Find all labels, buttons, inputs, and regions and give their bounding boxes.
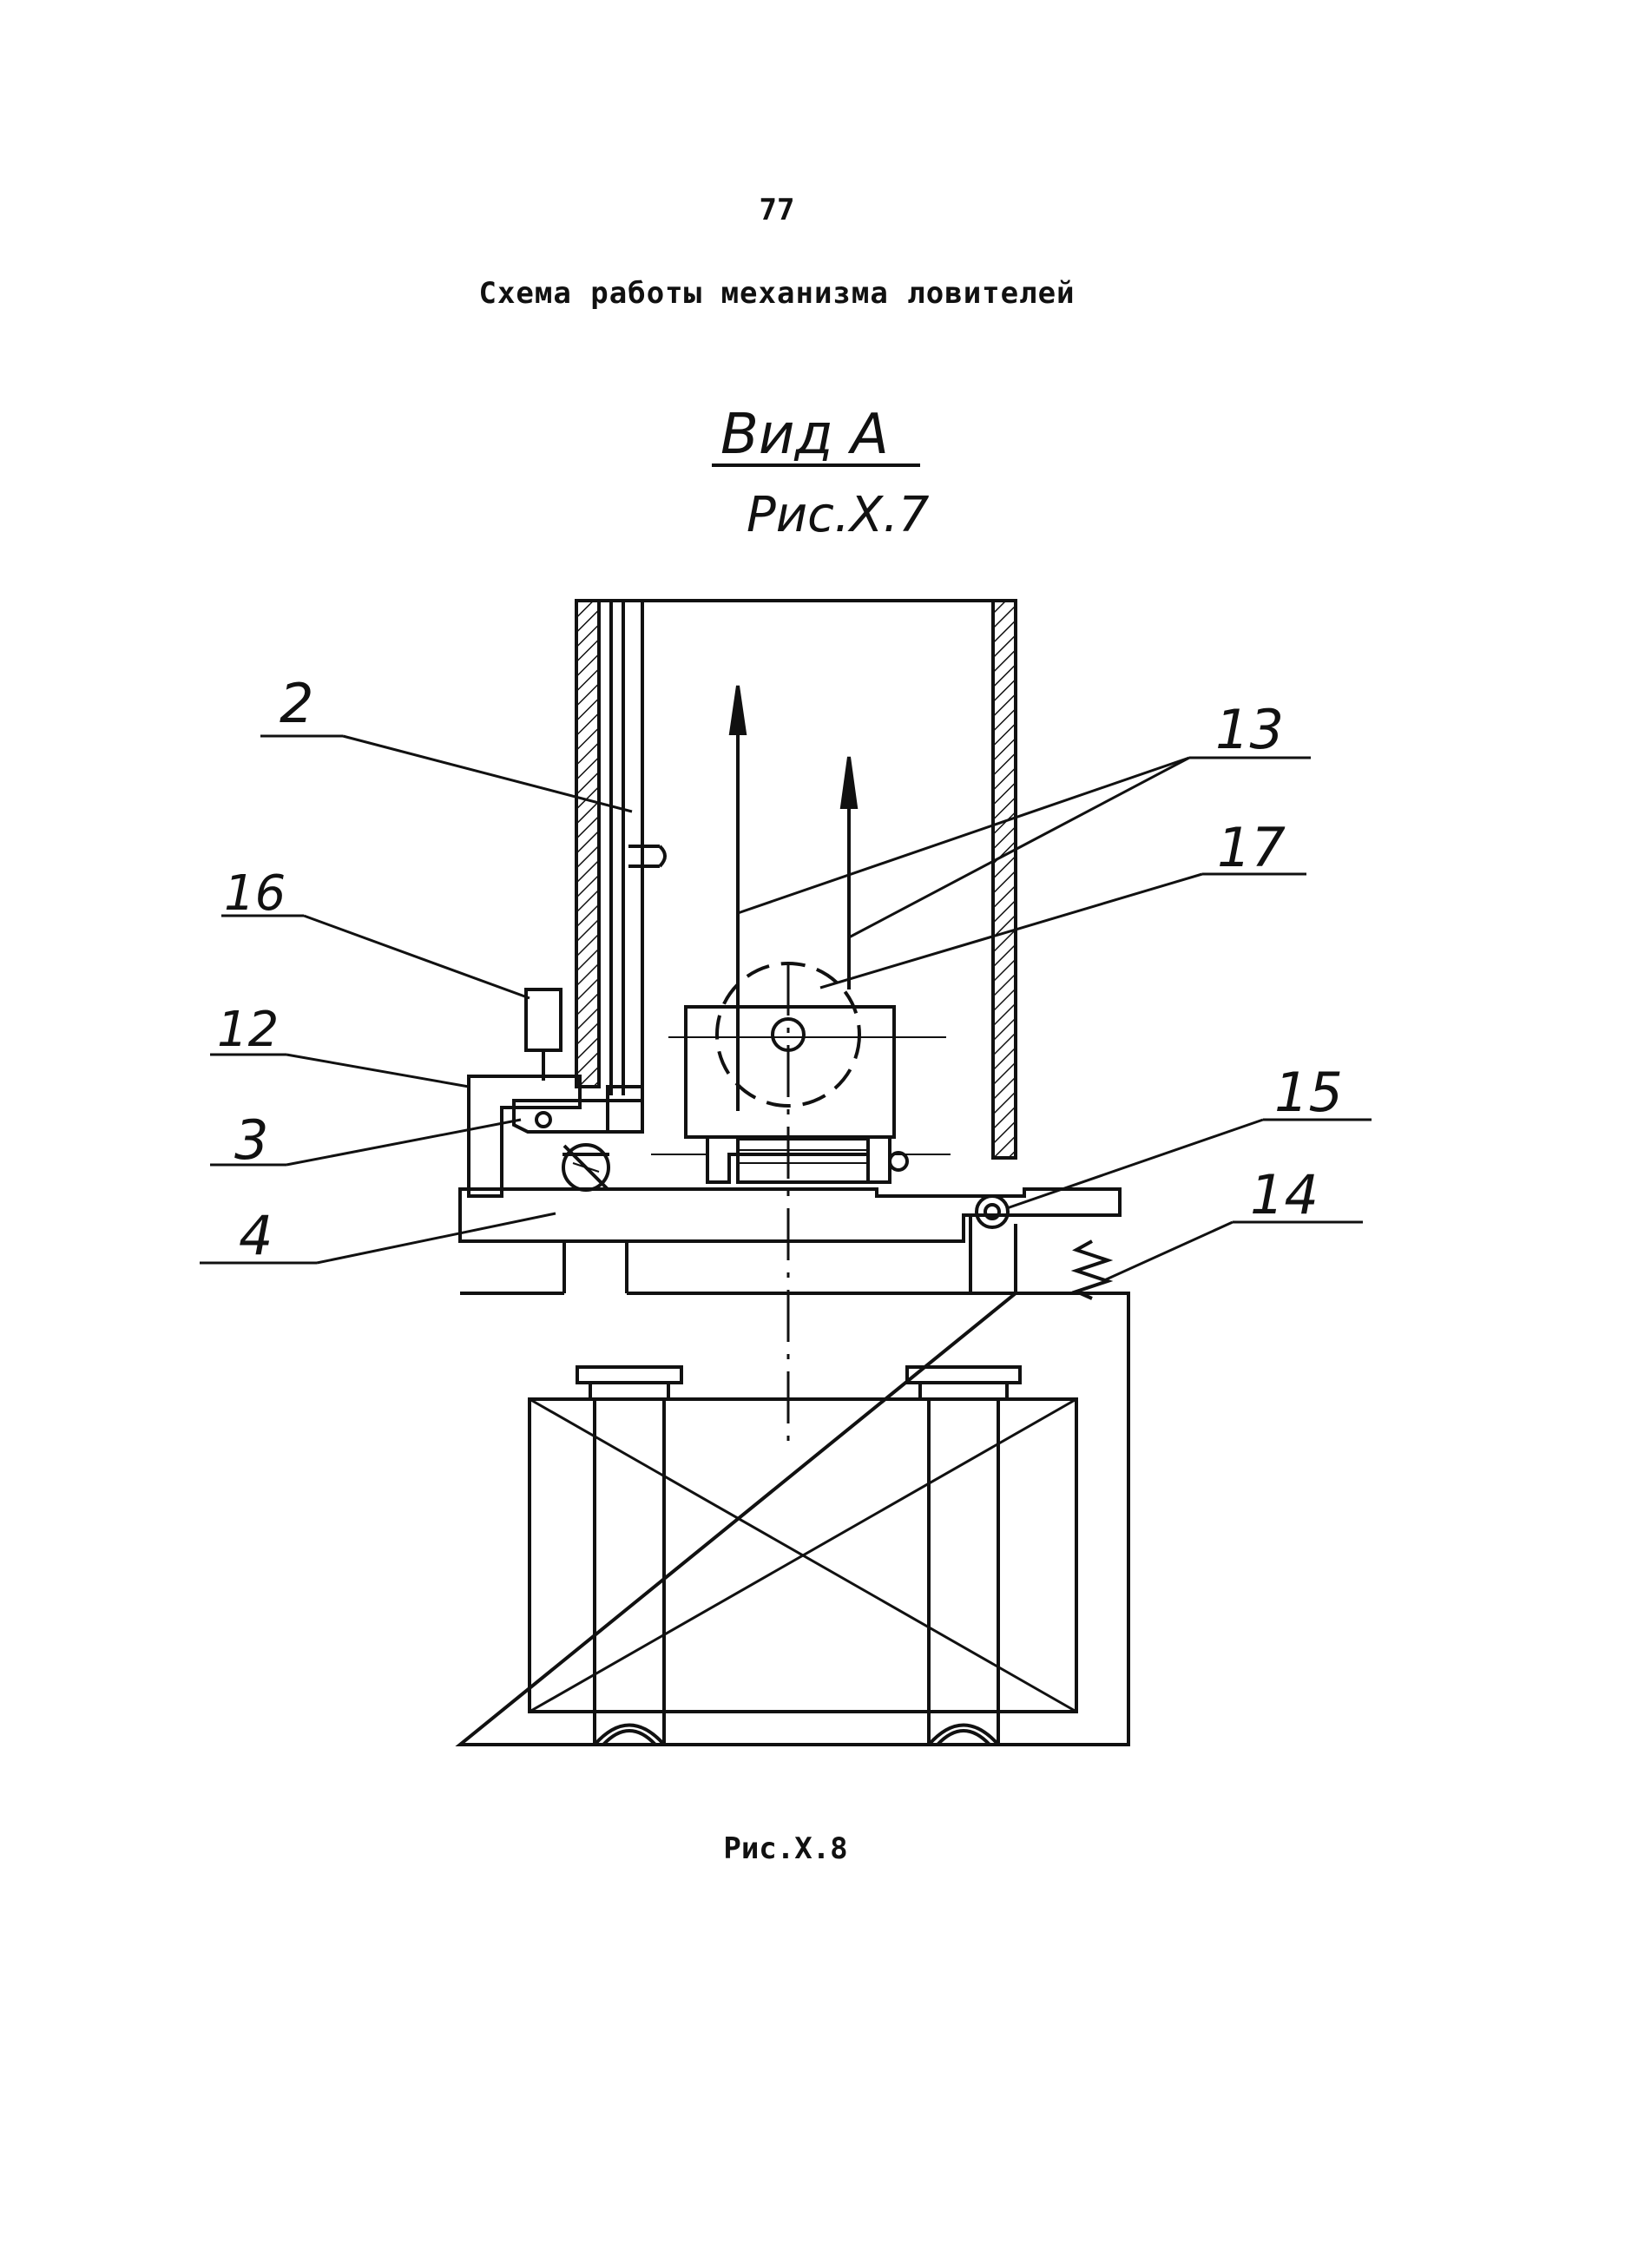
car-body <box>455 1292 1130 1746</box>
view-label-bottom: Рис.Х.7 <box>747 487 930 543</box>
leader-lines <box>200 734 1372 1283</box>
view-label: Вид А Рис.Х.7 <box>712 403 930 543</box>
guide-rod <box>628 845 667 868</box>
spring <box>1070 1239 1114 1300</box>
rope-arrows <box>728 685 859 1111</box>
callout-15: 15 <box>1274 1061 1343 1124</box>
callout-16: 16 <box>224 865 286 922</box>
car-leg-right <box>905 1365 1022 1746</box>
figure-caption: Рис.Х.8 <box>723 1831 848 1866</box>
roller-housing <box>668 962 946 1139</box>
car-frame-top <box>562 1241 972 1293</box>
crossbeam <box>458 1187 1122 1243</box>
callout-4: 4 <box>239 1204 273 1267</box>
limit-switch <box>524 988 562 1052</box>
page-title: Схема работы механизма ловителей <box>478 276 1076 311</box>
pivot-joint <box>969 1194 1017 1295</box>
callout-2: 2 <box>280 672 313 735</box>
callout-13: 13 <box>1215 698 1284 761</box>
view-label-top: Вид А <box>720 403 889 467</box>
callout-numbers: 2 16 12 3 4 13 17 15 14 <box>217 672 1343 1267</box>
wedge-roller <box>562 1143 610 1192</box>
car-leg-left <box>576 1365 683 1746</box>
callout-14: 14 <box>1250 1163 1319 1226</box>
page-number: 77 <box>759 193 795 227</box>
bracket <box>467 1075 582 1198</box>
callout-12: 12 <box>217 1002 279 1058</box>
shaft-right-wall <box>642 599 1017 1160</box>
callout-17: 17 <box>1217 816 1286 879</box>
roller-base <box>651 1137 951 1184</box>
callout-3: 3 <box>234 1108 268 1172</box>
shaft-left-wall <box>575 599 644 1095</box>
